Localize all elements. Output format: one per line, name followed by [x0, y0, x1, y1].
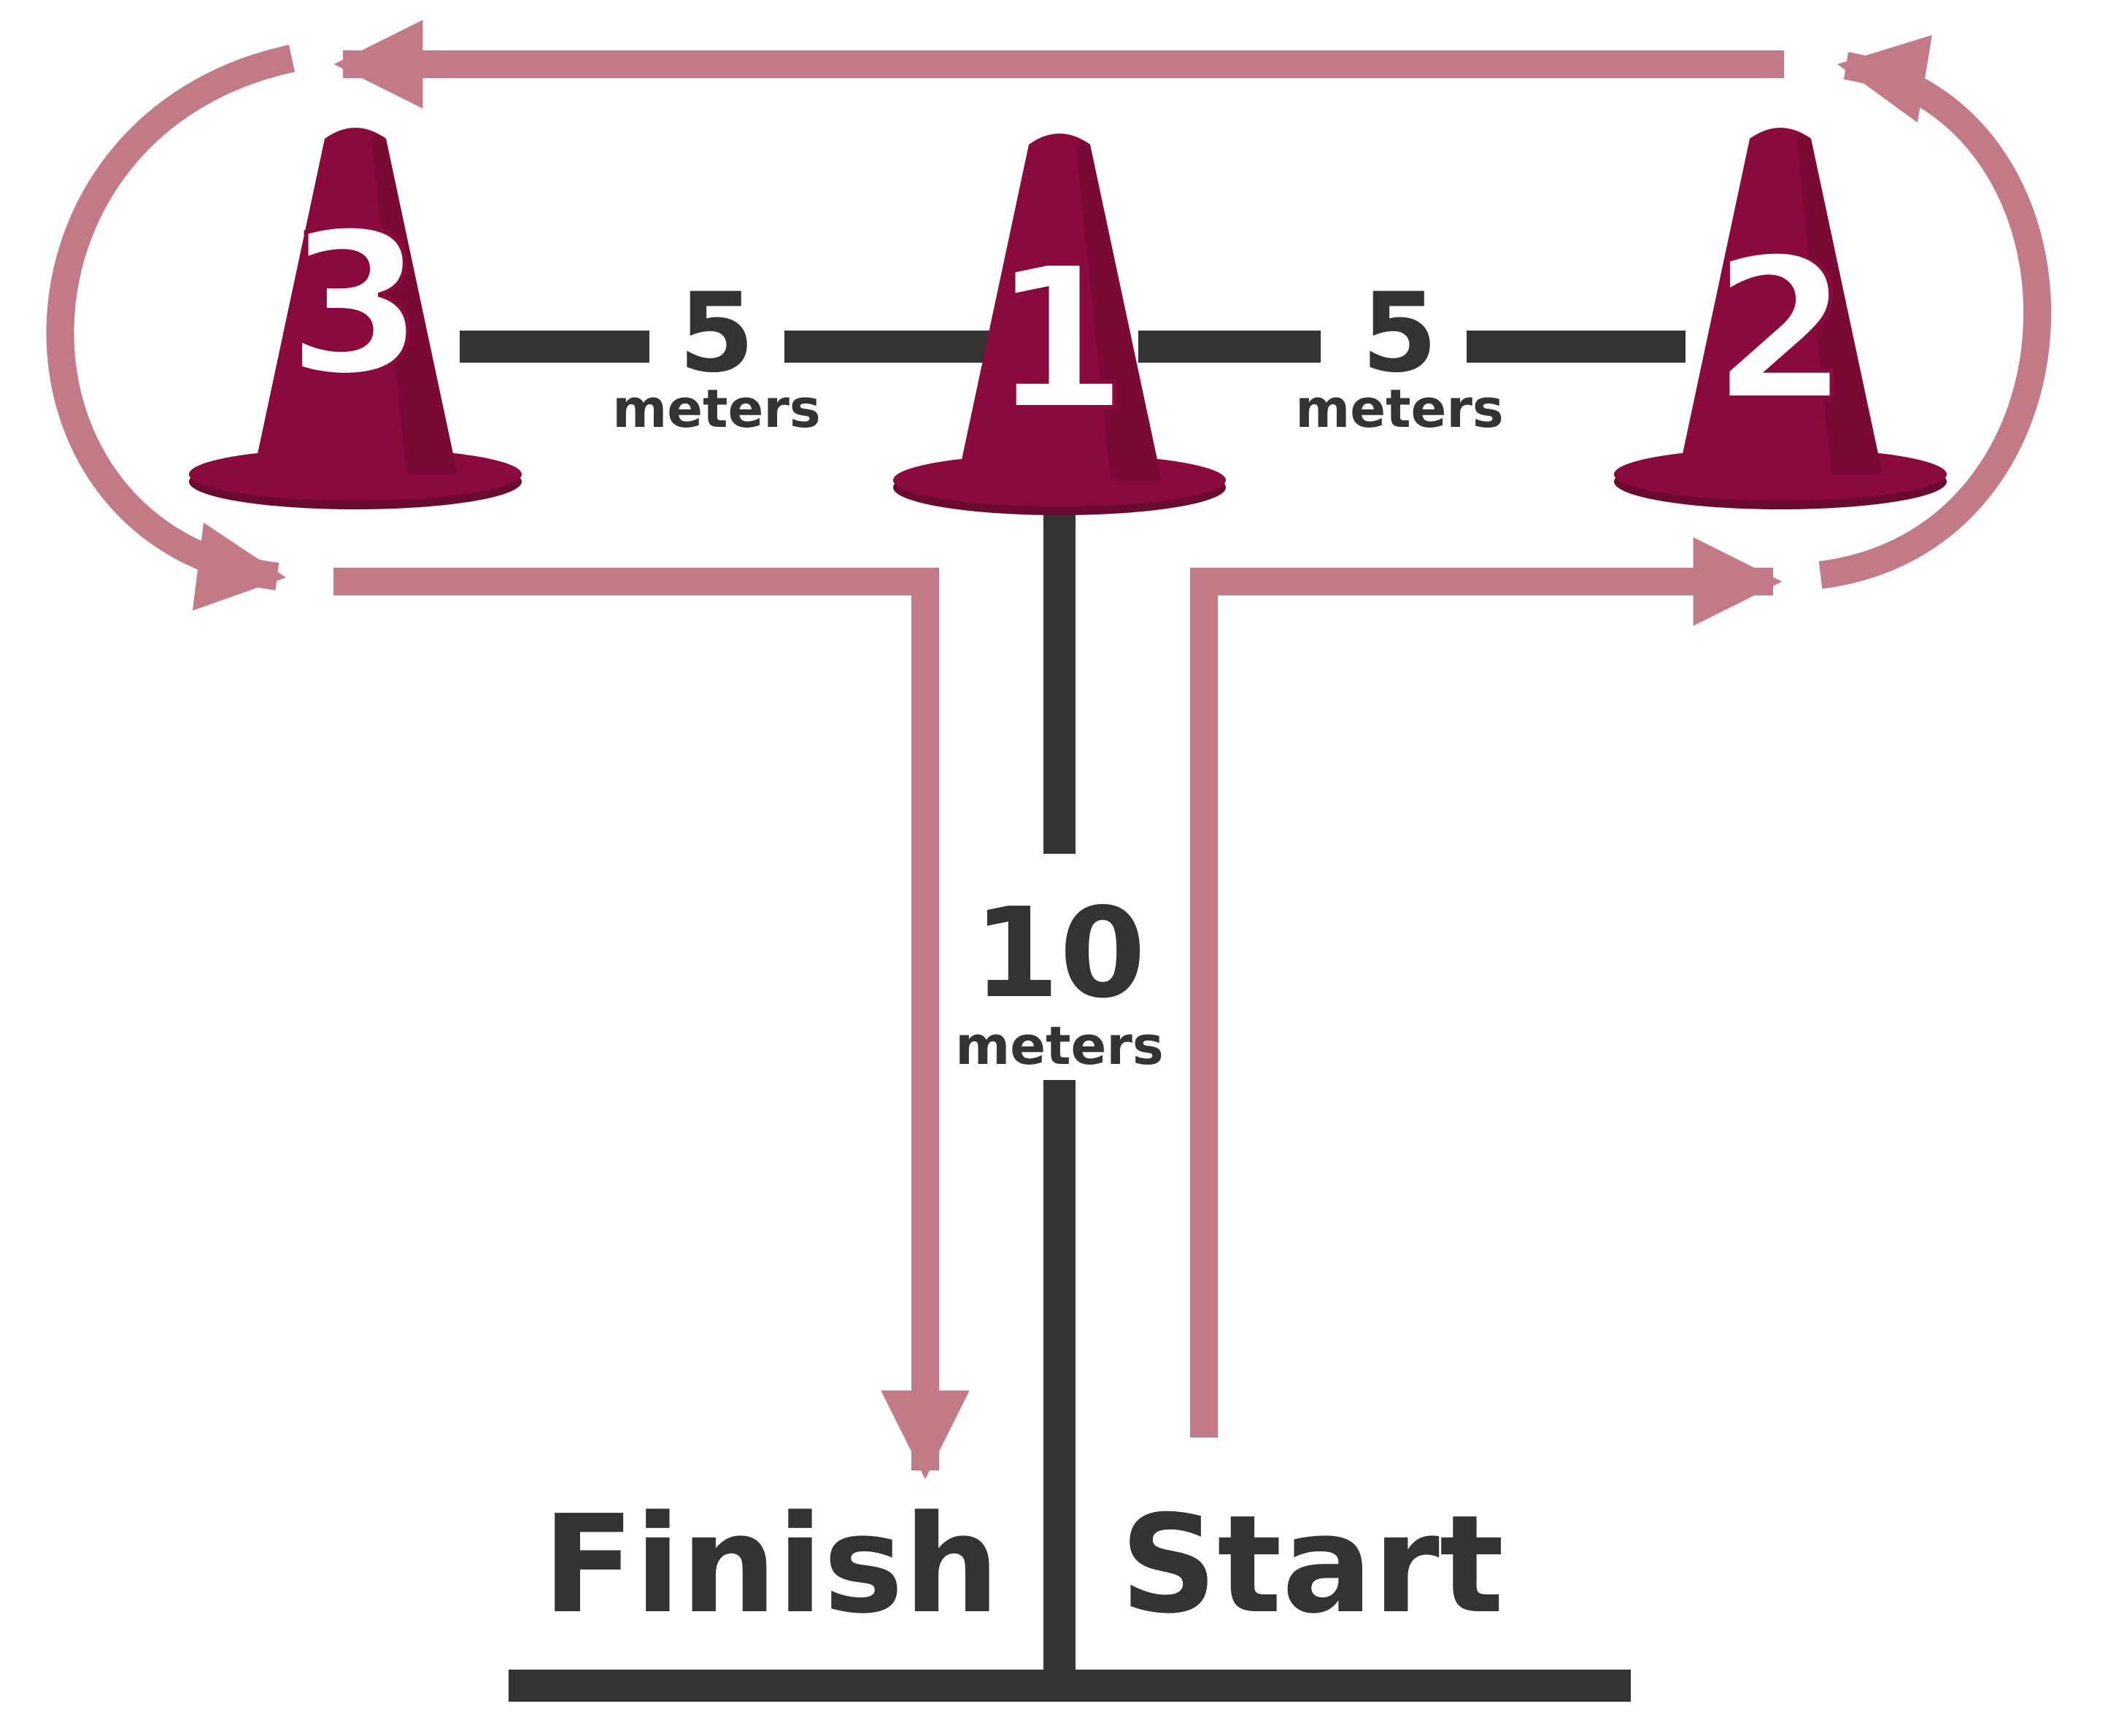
vertical-distance-unit: meters — [955, 1015, 1163, 1076]
cone-3: 3 — [189, 128, 522, 509]
vertical-distance-value: 10 — [973, 881, 1146, 1026]
cone-2-label: 2 — [1712, 215, 1849, 444]
cone-2: 2 — [1614, 128, 1947, 509]
left-distance-unit: meters — [612, 378, 820, 439]
finish-label: Finish — [542, 1486, 1000, 1643]
route-arrows — [46, 20, 2052, 1480]
cone-1-label: 1 — [991, 224, 1128, 454]
route-around-cone-2 — [1818, 35, 2052, 589]
right-distance-value: 5 — [1362, 270, 1437, 397]
right-distance-unit: meters — [1295, 378, 1503, 439]
start-label: Start — [1120, 1486, 1504, 1643]
cone-3-label: 3 — [287, 189, 424, 419]
cone-1: 1 — [893, 134, 1226, 515]
route-cone-3-to-finish — [333, 568, 970, 1480]
measure-lines — [460, 331, 1686, 1702]
route-start-to-cone-2 — [1190, 537, 1783, 1438]
route-around-cone-3 — [46, 45, 296, 611]
left-distance-value: 5 — [679, 270, 754, 397]
